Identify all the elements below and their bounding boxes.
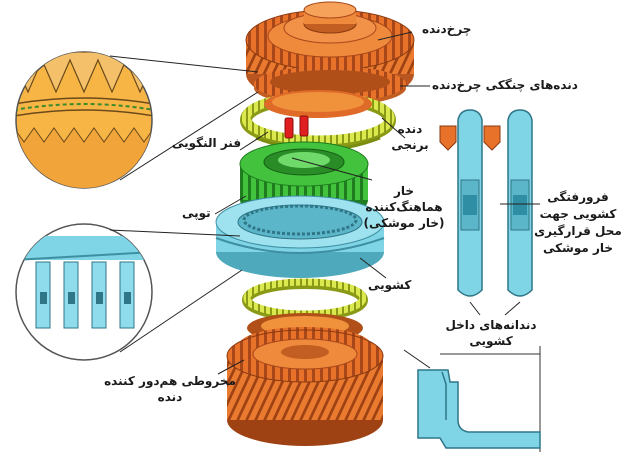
sleeve-section-view: [417, 346, 541, 452]
label-cone-1: مخروطی هم‌دور کننده: [104, 374, 236, 388]
label-spring: فنر النگویی: [172, 136, 242, 150]
bottom-gear: [226, 313, 384, 446]
label-groove-3: محل قرارگیری: [534, 224, 622, 238]
label-groove-4: خار موشکی: [542, 241, 614, 255]
sleeve: [215, 195, 385, 278]
zoom-sleeve-teeth: [15, 223, 153, 361]
label-key-1: خار: [393, 184, 415, 198]
label-cone-2: دنده: [157, 390, 183, 404]
zoom-gear-teeth: [15, 51, 153, 189]
top-gear: [245, 1, 415, 106]
label-gear-dog-teeth: دنده‌های چنگکی چرخ‌دنده: [432, 78, 578, 92]
label-gear: چرخ‌دنده: [422, 22, 472, 36]
label-brass-ring-2: برنجی: [391, 138, 429, 152]
label-internal-teeth-2: کشویی: [469, 334, 513, 348]
label-groove-1: فرورفتگی: [547, 190, 609, 204]
label-internal-teeth-1: دندانه‌های داخل: [445, 318, 537, 332]
label-key-3: (خار موشکی): [363, 216, 445, 230]
brass-ring-bottom: [242, 278, 368, 321]
sleeve-tooth-detail: [439, 109, 533, 297]
label-hub: توپی: [182, 206, 211, 220]
label-brass-ring-1: دنده: [397, 122, 423, 136]
brass-ring-top: [240, 90, 396, 148]
label-sleeve: کشویی: [368, 278, 412, 292]
leader-lines: [109, 31, 540, 375]
label-groove-2: کشویی جهت: [539, 207, 617, 221]
label-key-2: هماهنگ‌کننده: [365, 200, 443, 214]
